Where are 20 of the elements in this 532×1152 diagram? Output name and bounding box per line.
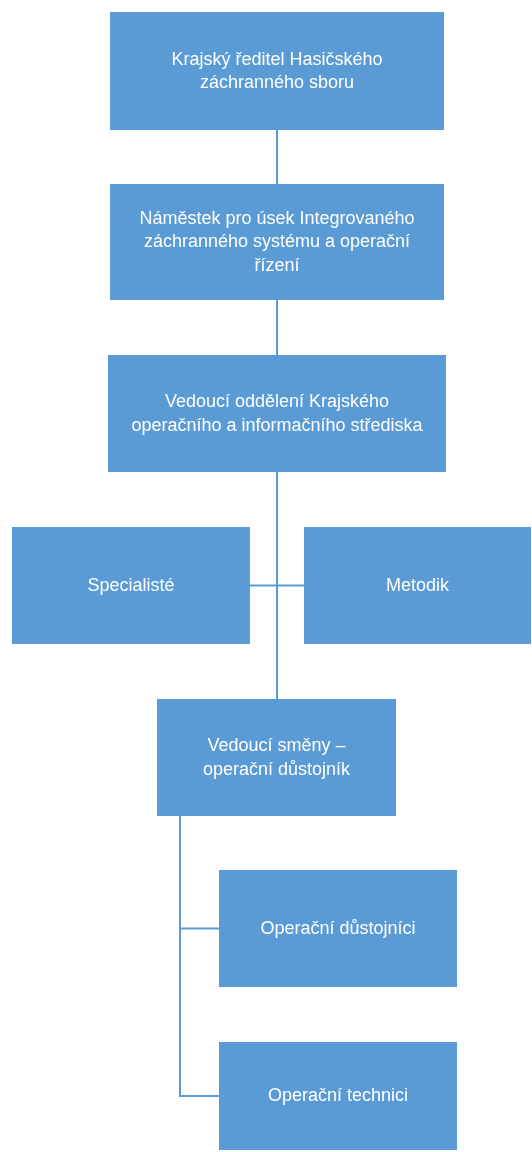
box-label: Operační důstojníci [260, 916, 416, 940]
org-box [12, 527, 250, 644]
connector-line [276, 299, 278, 356]
org-box [219, 870, 457, 987]
org-box [304, 527, 531, 644]
box-label: Krajský ředitel Hasičského záchranného sboru [170, 47, 384, 94]
org-box [219, 1042, 457, 1150]
org-box [110, 184, 444, 300]
box-label: Vedoucí oddělení Krajského operačního a informačního střediska [130, 390, 424, 437]
box-label: Specialisté [87, 573, 175, 597]
org-box [157, 699, 396, 816]
connector-line [276, 471, 278, 700]
org-box [108, 355, 446, 472]
box-label: Náměstek pro úsek Integrovaného záchranného systému a operační řízení [138, 206, 416, 277]
box-label: Metodik [386, 573, 449, 597]
org-box [110, 12, 444, 130]
connector-line [276, 129, 278, 185]
box-label: Vedoucí směny – operační důstojník [201, 734, 352, 781]
connector-line [179, 815, 220, 1097]
box-label: Operační technici [267, 1084, 409, 1108]
